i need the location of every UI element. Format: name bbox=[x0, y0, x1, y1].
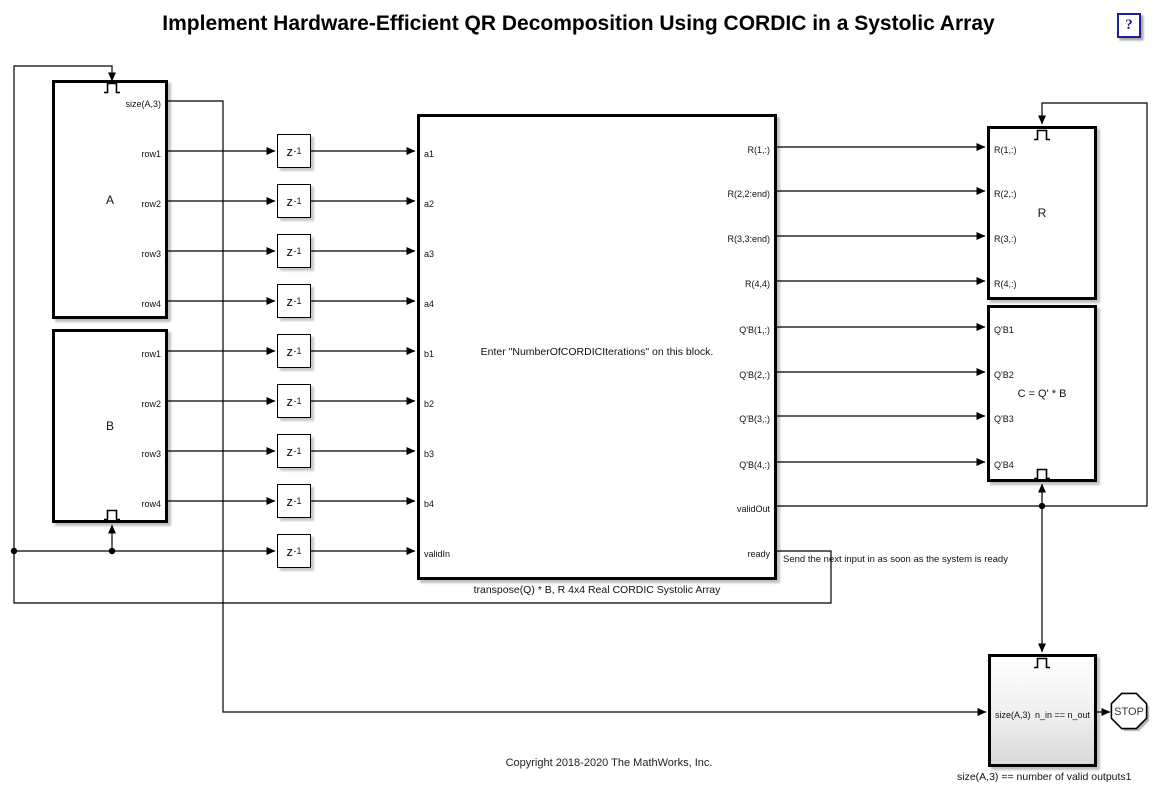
stop-octagon[interactable] bbox=[1110, 692, 1148, 730]
port-label: row2 bbox=[141, 199, 161, 209]
diagram-title: Implement Hardware-Efficient QR Decompos… bbox=[162, 12, 995, 35]
block-matrix-a[interactable]: A size(A,3) row1 row2 row3 row4 bbox=[52, 80, 168, 319]
port-label: a4 bbox=[424, 299, 435, 309]
block-unit-delay-b2[interactable]: z-1 bbox=[277, 384, 311, 418]
port-label: R(3,3:end) bbox=[727, 234, 770, 244]
stop-block[interactable]: STOP bbox=[1110, 692, 1150, 732]
port-label: R(1,:) bbox=[994, 145, 1017, 155]
port-label: ready bbox=[747, 549, 770, 559]
delay-base: z bbox=[286, 393, 293, 409]
delay-base: z bbox=[286, 543, 293, 559]
port-label: validIn bbox=[424, 549, 451, 559]
port-label: row4 bbox=[141, 499, 161, 509]
port-label: b4 bbox=[424, 499, 435, 509]
port-label: Q'B(3,:) bbox=[739, 414, 770, 424]
block-unit-delay-b4[interactable]: z-1 bbox=[277, 484, 311, 518]
port-label: row3 bbox=[141, 449, 161, 459]
port-label: R(2,:) bbox=[994, 189, 1017, 199]
block-unit-delay-a1[interactable]: z-1 bbox=[277, 134, 311, 168]
port-label: Q'B(1,:) bbox=[739, 325, 770, 335]
port-label: Q'B2 bbox=[994, 370, 1014, 380]
delay-base: z bbox=[286, 293, 293, 309]
delay-base: z bbox=[286, 243, 293, 259]
block-unit-delay-a2[interactable]: z-1 bbox=[277, 184, 311, 218]
delay-base: z bbox=[286, 143, 293, 159]
port-label: a1 bbox=[424, 149, 435, 159]
block-unit-delay-a3[interactable]: z-1 bbox=[277, 234, 311, 268]
port-label: Q'B(2,:) bbox=[739, 370, 770, 380]
port-label: row4 bbox=[141, 299, 161, 309]
block-c-display[interactable]: C = Q' * B Q'B1 Q'B2 Q'B3 Q'B4 bbox=[987, 305, 1097, 482]
port-label: size(A,3) bbox=[995, 710, 1031, 720]
block-unit-delay-validin[interactable]: z-1 bbox=[277, 534, 311, 568]
stop-label: STOP bbox=[1114, 706, 1144, 718]
port-label: b3 bbox=[424, 449, 435, 459]
port-label: Q'B4 bbox=[994, 460, 1014, 470]
port-label: Q'B1 bbox=[994, 325, 1014, 335]
block-c-display-label: C = Q' * B bbox=[1017, 387, 1067, 400]
port-label: R(4,4) bbox=[744, 279, 770, 289]
port-label: row2 bbox=[141, 399, 161, 409]
port-label: a3 bbox=[424, 249, 435, 259]
help-button[interactable]: ? bbox=[1117, 13, 1141, 38]
port-label: R(4,:) bbox=[994, 279, 1017, 289]
port-label: size(A,3) bbox=[125, 99, 161, 109]
port-label: b2 bbox=[424, 399, 435, 409]
port-label: Q'B3 bbox=[994, 414, 1014, 424]
port-label: row1 bbox=[141, 349, 161, 359]
block-matrix-b-label: B bbox=[105, 419, 114, 433]
delay-base: z bbox=[286, 343, 293, 359]
stop-octagon-shadow bbox=[1114, 695, 1150, 732]
port-label: validOut bbox=[736, 504, 770, 514]
port-label: R(1,:) bbox=[747, 145, 771, 155]
block-unit-delay-a4[interactable]: z-1 bbox=[277, 284, 311, 318]
port-label: R(2,2:end) bbox=[727, 189, 770, 199]
copyright-annotation: Copyright 2018-2020 The MathWorks, Inc. bbox=[505, 757, 713, 769]
systolic-caption: transpose(Q) * B, R 4x4 Real CORDIC Syst… bbox=[473, 584, 721, 596]
block-unit-delay-b1[interactable]: z-1 bbox=[277, 334, 311, 368]
delay-base: z bbox=[286, 493, 293, 509]
send-next-input-annotation: Send the next input in as soon as the sy… bbox=[783, 554, 1008, 565]
block-r-display-label: R bbox=[1037, 206, 1047, 220]
delay-base: z bbox=[286, 443, 293, 459]
port-label: row1 bbox=[141, 149, 161, 159]
port-label: n_in == n_out bbox=[1034, 710, 1090, 720]
systolic-note: Enter "NumberOfCORDICIterations" on this… bbox=[480, 346, 714, 358]
block-systolic-array[interactable]: Enter "NumberOfCORDICIterations" on this… bbox=[417, 114, 777, 580]
port-label: Q'B(4,:) bbox=[739, 460, 770, 470]
validator-caption: size(A,3) == number of valid outputs1 bbox=[957, 771, 1132, 783]
delay-base: z bbox=[286, 193, 293, 209]
block-unit-delay-b3[interactable]: z-1 bbox=[277, 434, 311, 468]
block-validator[interactable]: size(A,3) n_in == n_out bbox=[988, 654, 1097, 767]
block-matrix-b[interactable]: B row1 row2 row3 row4 bbox=[52, 329, 168, 523]
port-label: R(3,:) bbox=[994, 234, 1017, 244]
port-label: row3 bbox=[141, 249, 161, 259]
block-r-display[interactable]: R R(1,:) R(2,:) R(3,:) R(4,:) bbox=[987, 126, 1097, 300]
port-label: b1 bbox=[424, 349, 435, 359]
port-label: a2 bbox=[424, 199, 435, 209]
